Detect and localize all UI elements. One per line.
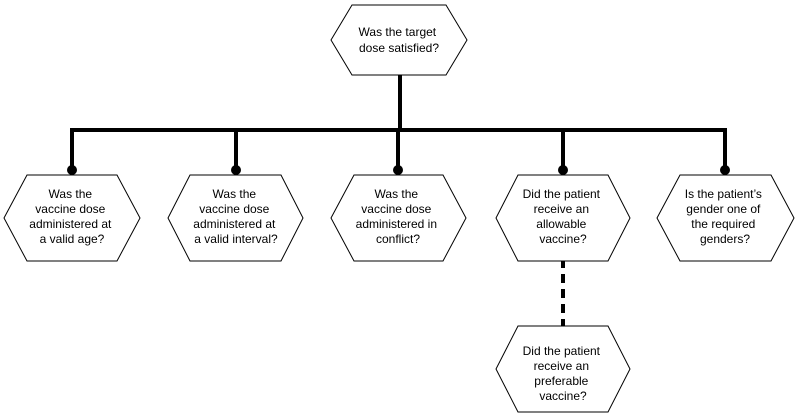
sub-child-hexagon (495, 325, 631, 413)
child-node-1: Was the vaccine dose administered at a v… (3, 174, 141, 262)
connectors (67, 70, 730, 335)
child-hexagon-1 (3, 174, 141, 262)
sub-child-node: Did the patient receive an preferable va… (495, 325, 631, 413)
root-hexagon (330, 4, 468, 76)
sub-child-text: Did the patient receive an preferable va… (523, 344, 604, 403)
child-text-5: Is the patient’s gender one of the requi… (685, 187, 766, 246)
connector-dot-4 (558, 165, 568, 175)
child-node-4: Did the patient receive an allowable vac… (495, 174, 631, 262)
connector-dot-2 (231, 165, 241, 175)
child-hexagon-2 (167, 174, 304, 262)
child-text-1: Was the vaccine dose administered at a v… (29, 187, 114, 246)
child-text-3: Was the vaccine dose administered in con… (356, 187, 441, 246)
root-text: Was the target dose satisfied? (359, 25, 440, 55)
child-hexagon-3 (330, 174, 467, 262)
child-hexagon-4 (495, 174, 631, 262)
child-hexagon-5 (656, 174, 795, 262)
connector-dot-5 (720, 165, 730, 175)
child-node-5: Is the patient’s gender one of the requi… (656, 174, 795, 262)
child-node-2: Was the vaccine dose administered at a v… (167, 174, 304, 262)
connector-dot-3 (393, 165, 403, 175)
child-node-3: Was the vaccine dose administered in con… (330, 174, 467, 262)
connector-dot-1 (67, 165, 77, 175)
child-text-4: Did the patient receive an allowable vac… (523, 187, 604, 246)
root-node: Was the target dose satisfied? (330, 4, 468, 76)
child-text-2: Was the vaccine dose administered at a v… (193, 187, 278, 246)
